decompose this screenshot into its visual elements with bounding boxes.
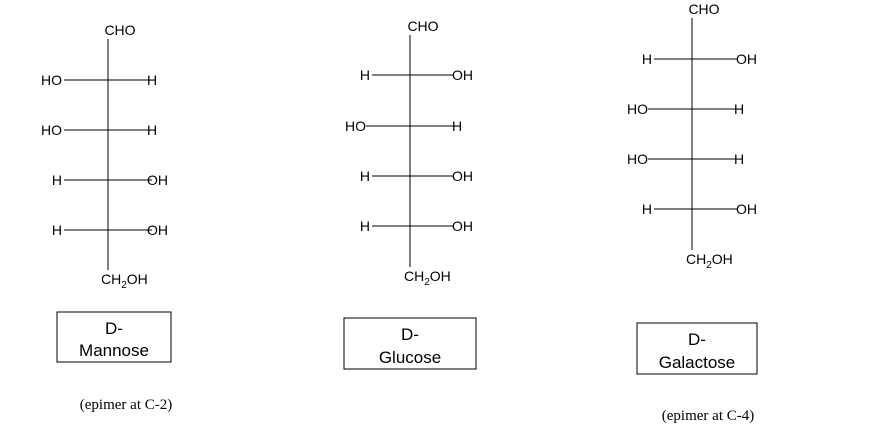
left-substituent-label: HO <box>627 151 648 167</box>
left-substituent-label: HO <box>627 101 648 117</box>
right-substituent-label: OH <box>452 67 473 83</box>
oh-text: OH <box>127 271 148 287</box>
oh-text: OH <box>712 251 733 267</box>
name-box-line2: Galactose <box>659 353 736 372</box>
left-substituent-label: HO <box>41 72 62 88</box>
left-substituent-label: H <box>52 172 62 188</box>
structure-glucose: CHO H OH HO H H OH H OH CH2OH D- Glucose <box>343 18 477 370</box>
right-substituent-label: OH <box>452 218 473 234</box>
right-substituent-label: OH <box>452 168 473 184</box>
ch-text: CH <box>101 271 121 287</box>
structure-mannose: CHO HO H HO H H OH H OH CH2OH D- Mannose… <box>41 22 172 413</box>
right-substituent-label: H <box>147 122 157 138</box>
subscript-text: 2 <box>121 280 127 291</box>
right-substituent-label: OH <box>147 222 168 238</box>
epimer-note: (epimer at C-4) <box>662 408 754 424</box>
aldehyde-group-label: CHO <box>688 1 719 17</box>
subscript-text: 2 <box>424 277 430 288</box>
name-box-line2: Mannose <box>79 341 149 360</box>
oh-text: OH <box>430 268 451 284</box>
name-box <box>343 317 477 370</box>
right-substituent-label: OH <box>736 201 757 217</box>
left-substituent-label: H <box>360 218 370 234</box>
left-substituent-label: H <box>642 51 652 67</box>
name-box-line1: D- <box>401 325 419 344</box>
aldehyde-group-label: CHO <box>407 18 438 34</box>
hydroxymethyl-group-label: CH2OH <box>686 251 733 271</box>
left-substituent-label: H <box>642 201 652 217</box>
name-box-line2: Glucose <box>379 348 441 367</box>
hydroxymethyl-group-label: CH2OH <box>101 271 148 291</box>
left-substituent-label: H <box>360 168 370 184</box>
aldehyde-group-label: CHO <box>104 22 135 38</box>
epimer-note: (epimer at C-2) <box>80 397 172 413</box>
right-substituent-label: OH <box>736 51 757 67</box>
right-substituent-label: H <box>452 118 462 134</box>
hydroxymethyl-group-label: CH2OH <box>404 268 451 288</box>
left-substituent-label: H <box>360 67 370 83</box>
name-box-line1: D- <box>105 319 123 338</box>
right-substituent-label: H <box>734 101 744 117</box>
name-box <box>636 322 758 375</box>
right-substituent-label: H <box>734 151 744 167</box>
right-substituent-label: H <box>147 72 157 88</box>
structure-galactose: CHO H OH HO H HO H H OH CH2OH D- Galacto… <box>627 1 758 424</box>
name-box-line1: D- <box>688 330 706 349</box>
ch-text: CH <box>686 251 706 267</box>
left-substituent-label: HO <box>345 118 366 134</box>
left-substituent-label: HO <box>41 122 62 138</box>
right-substituent-label: OH <box>147 172 168 188</box>
name-box <box>56 311 172 363</box>
left-substituent-label: H <box>52 222 62 238</box>
subscript-text: 2 <box>706 260 712 271</box>
ch-text: CH <box>404 268 424 284</box>
